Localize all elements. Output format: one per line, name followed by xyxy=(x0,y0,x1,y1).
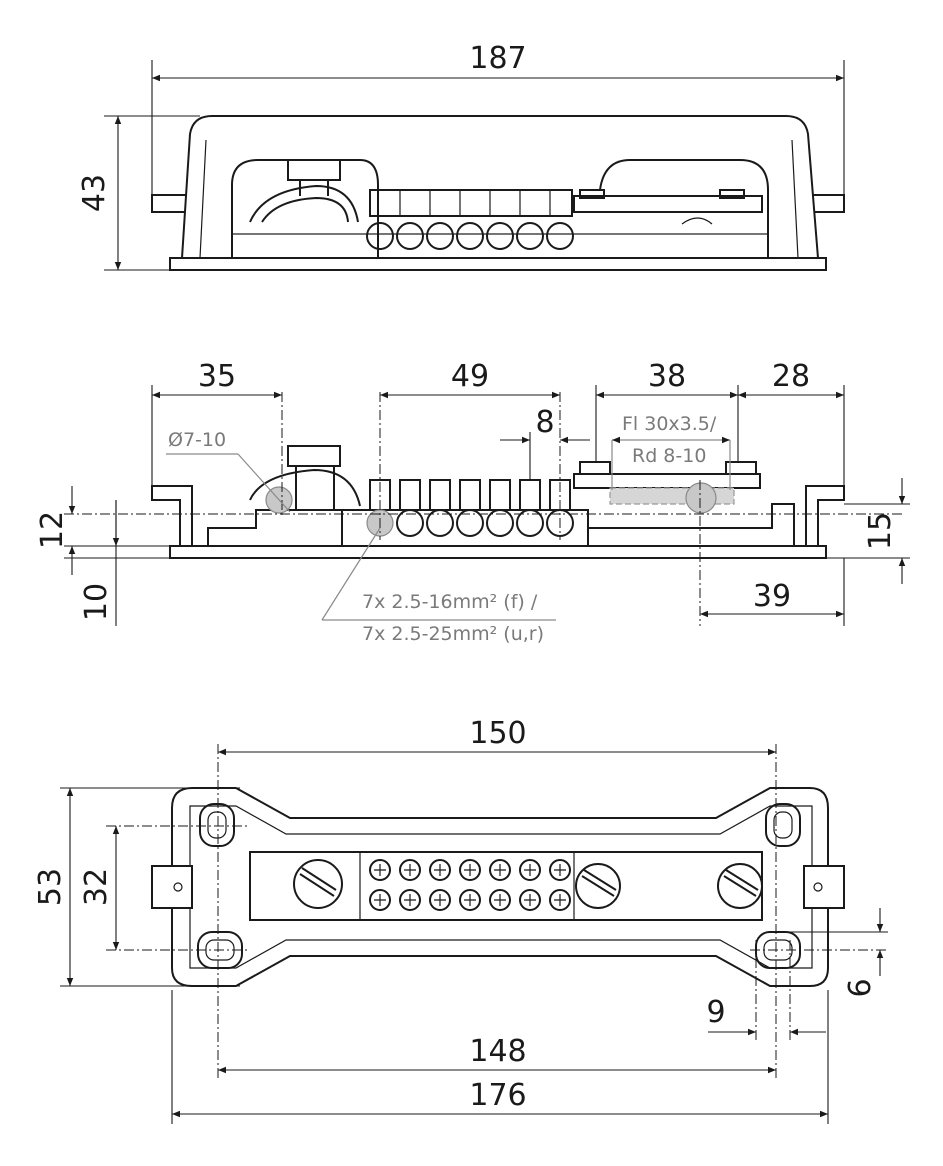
dim-top-176: 176 xyxy=(469,1078,526,1113)
slot-top-left xyxy=(199,803,235,847)
dim-section-h10: 10 xyxy=(79,583,114,621)
top-view: 150 53 32 6 9 148 176 xyxy=(33,716,888,1124)
note-flat-line1: Fl 30x3.5/ xyxy=(622,413,717,435)
section-bolt-head xyxy=(287,445,341,467)
section-right-bracket xyxy=(805,485,845,547)
section-terminal-screws xyxy=(369,479,571,511)
front-right-window xyxy=(599,159,769,258)
dim-top-150: 150 xyxy=(469,716,526,751)
note-diameter: Ø7-10 xyxy=(168,429,226,451)
top-big-screw-left xyxy=(293,859,343,909)
note-flat-line2: Rd 8-10 xyxy=(632,445,706,467)
dim-section-h12: 12 xyxy=(35,511,70,549)
section-view: 35 49 8 38 28 12 10 15 xyxy=(35,359,910,645)
section-flat-clamp xyxy=(573,473,761,489)
dim-top-6: 6 xyxy=(843,978,878,997)
front-terminal-screws xyxy=(369,189,573,217)
dim-section-terminals: 49 xyxy=(451,359,489,394)
dim-top-148: 148 xyxy=(469,1034,526,1069)
top-left-tab xyxy=(151,865,193,909)
top-big-screw-right xyxy=(717,863,763,909)
top-right-tab xyxy=(803,865,845,909)
section-right-block xyxy=(587,503,795,547)
top-terminal-screws xyxy=(369,859,571,911)
dim-top-width: 187 xyxy=(469,41,526,76)
dim-section-flat: 38 xyxy=(648,359,686,394)
front-clamp-wire xyxy=(249,184,359,223)
dim-section-left: 35 xyxy=(198,359,236,394)
dim-section-39: 39 xyxy=(753,579,791,614)
note-cable-line2: 7x 2.5-25mm² (u,r) xyxy=(362,623,544,645)
dim-top-32: 32 xyxy=(79,868,114,906)
front-cover xyxy=(180,115,820,259)
dim-top-height: 43 xyxy=(77,174,112,212)
dim-section-right: 28 xyxy=(772,359,810,394)
section-left-block xyxy=(207,509,343,547)
note-cable-line1: 7x 2.5-16mm² (f) / xyxy=(362,591,538,613)
slot-top-right xyxy=(765,803,801,847)
top-big-screw-mid xyxy=(575,863,621,909)
dim-section-h15: 15 xyxy=(863,512,898,550)
section-left-bracket xyxy=(151,485,193,547)
section-base-plate xyxy=(169,545,827,559)
section-clamp-wire xyxy=(249,468,361,507)
front-bolt-head xyxy=(287,159,341,181)
dim-top-9: 9 xyxy=(706,995,725,1030)
section-terminal-block xyxy=(341,509,589,547)
front-base-plate xyxy=(169,257,827,271)
front-terminal-holes xyxy=(366,222,574,250)
round-conductor-right xyxy=(685,482,717,514)
front-view: 187 43 xyxy=(77,41,845,271)
dim-section-pitch: 8 xyxy=(535,405,554,440)
front-flat-clamp xyxy=(573,195,763,213)
dim-top-53: 53 xyxy=(33,868,68,906)
